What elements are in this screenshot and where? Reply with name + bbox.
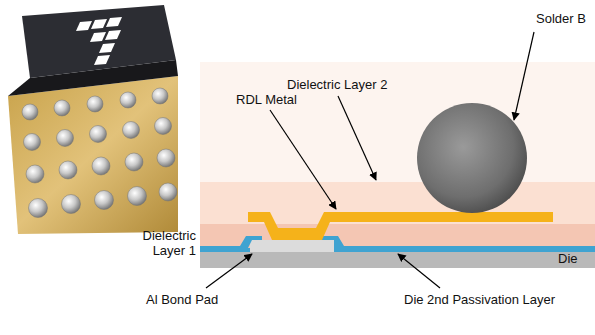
leader-lines [206,32,534,288]
chip-photo [8,5,178,234]
cross-section [200,62,595,268]
part-label: Die 2nd Passivation Layer [404,292,555,307]
part-label: Dielectric Layer 1 [126,228,196,258]
part-label: Al Bond Pad [146,292,218,307]
part-label: RDL Metal [236,92,297,107]
part-label: Die [558,251,578,266]
part-label: Solder B [536,11,586,26]
part-label: Dielectric Layer 2 [287,77,387,92]
